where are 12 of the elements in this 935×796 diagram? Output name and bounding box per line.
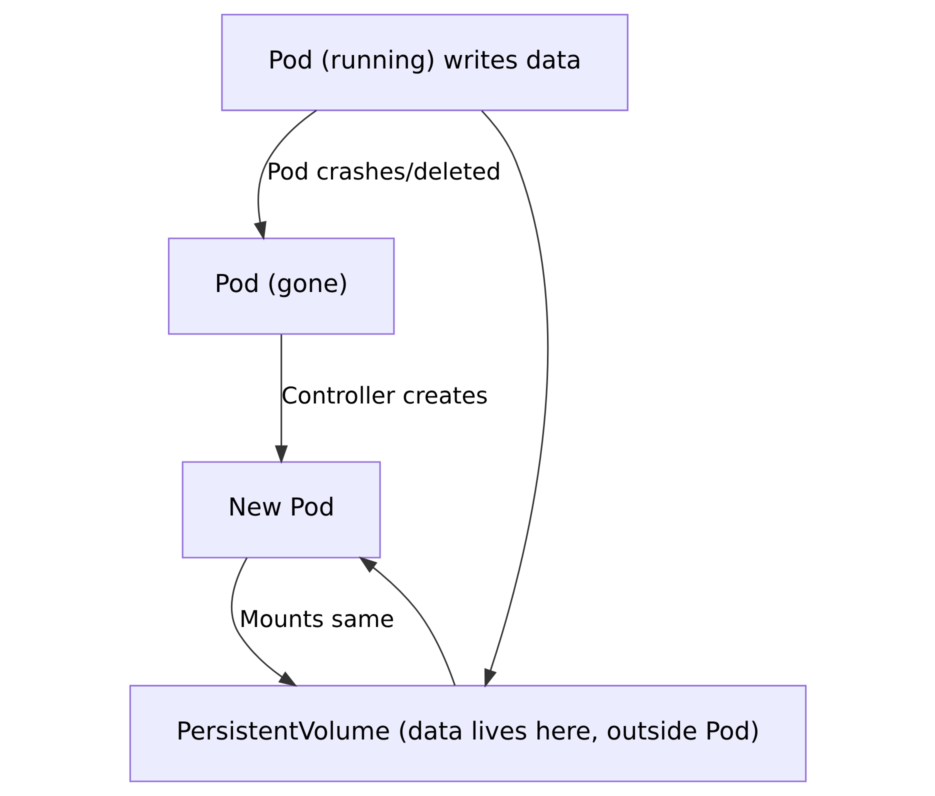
edge-label: Mounts same — [238, 607, 394, 634]
arrow — [253, 110, 316, 240]
arrow — [358, 556, 456, 686]
arrow — [480, 110, 548, 688]
edge-label: Pod crashes/deleted — [266, 160, 500, 186]
node-box: Pod (gone) — [167, 238, 394, 335]
edge-label: Controller creates — [280, 383, 488, 410]
node-box: New Pod — [181, 461, 380, 558]
node-box: Pod (running) writes data — [220, 14, 628, 112]
arrow — [274, 334, 288, 464]
node-box: PersistentVolume (data lives here, outside Pod) — [128, 684, 806, 782]
arrow — [230, 558, 297, 687]
